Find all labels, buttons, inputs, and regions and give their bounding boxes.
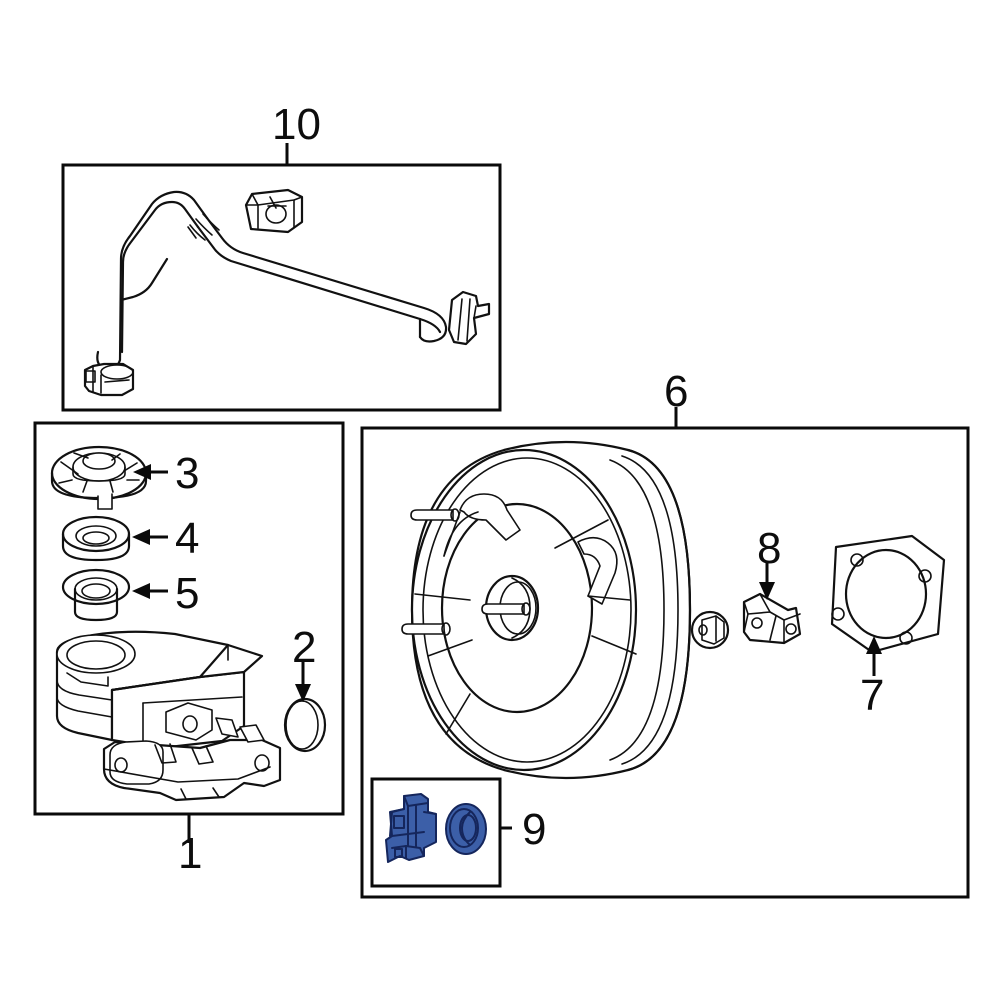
- leader-arrow-2: [295, 660, 311, 702]
- reservoir-cap[interactable]: [50, 445, 148, 510]
- callout-label-10[interactable]: 10: [272, 100, 321, 149]
- vacuum-hose-clamp-lower[interactable]: [83, 362, 135, 397]
- vacuum-hose-connector[interactable]: [244, 188, 304, 234]
- callout-label-6[interactable]: 6: [664, 367, 689, 416]
- callout-label-7[interactable]: 7: [860, 671, 885, 720]
- master-cylinder-o-ring[interactable]: [283, 697, 327, 753]
- check-valve-grommet[interactable]: [445, 803, 487, 855]
- callout-label-5[interactable]: 5: [175, 569, 200, 618]
- callout-label-2[interactable]: 2: [292, 623, 317, 672]
- leader-arrow-7: [866, 636, 882, 676]
- vacuum-check-valve[interactable]: [385, 793, 437, 863]
- vacuum-hose-clip-right[interactable]: [447, 290, 491, 346]
- leader-arrow-8: [759, 562, 775, 600]
- leader-arrow-5: [132, 583, 168, 599]
- booster-clevis-bracket[interactable]: [742, 592, 802, 645]
- leader-arrow-4: [132, 529, 168, 545]
- callout-label-3[interactable]: 3: [175, 449, 200, 498]
- reservoir-cap-seal[interactable]: [61, 515, 131, 562]
- booster-mounting-gasket[interactable]: [830, 534, 946, 654]
- brake-master-cylinder[interactable]: [55, 630, 282, 802]
- power-brake-booster[interactable]: [401, 440, 692, 780]
- reservoir-grommet[interactable]: [61, 568, 131, 622]
- callout-label-4[interactable]: 4: [175, 514, 200, 563]
- callout-label-1[interactable]: 1: [178, 829, 203, 878]
- leader-arrow-3: [133, 464, 168, 480]
- booster-flange-nut[interactable]: [690, 610, 730, 650]
- callout-label-9[interactable]: 9: [522, 805, 547, 854]
- callout-label-8[interactable]: 8: [757, 524, 782, 573]
